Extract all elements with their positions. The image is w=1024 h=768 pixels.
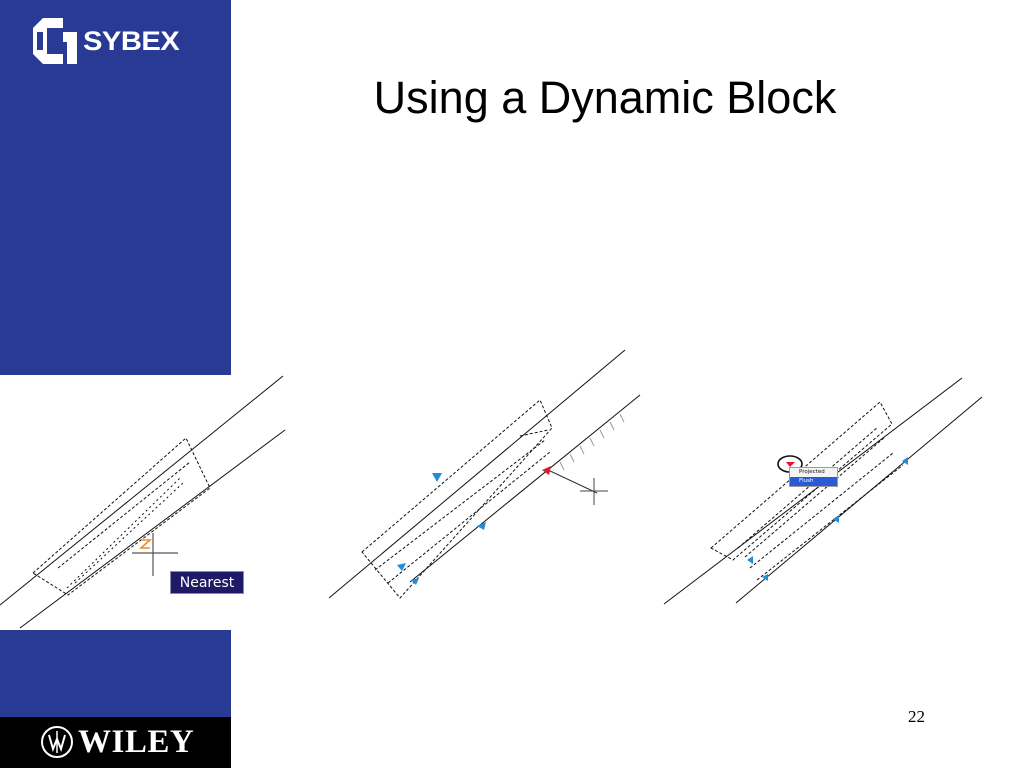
sidebar-top bbox=[0, 0, 231, 375]
page-number: 22 bbox=[908, 707, 925, 726]
stretch-grip-icon bbox=[411, 578, 419, 585]
stretch-grip-icon bbox=[397, 563, 406, 571]
sybex-logo-text: SYBEX bbox=[83, 25, 180, 56]
flip-grip-icon bbox=[432, 473, 442, 482]
lookup-grip-icon bbox=[786, 462, 795, 467]
wiley-footer-band bbox=[0, 717, 231, 768]
active-stretch-grip-icon bbox=[542, 466, 551, 475]
figure-stretch-grip bbox=[328, 349, 641, 599]
stretch-grip-icon bbox=[902, 457, 908, 465]
menu-item-flush[interactable]: Flush bbox=[790, 477, 837, 486]
figure-nearest-snap bbox=[0, 375, 286, 629]
sybex-logo: SYBEX bbox=[33, 18, 180, 64]
wiley-emblem-icon bbox=[41, 726, 73, 758]
figure-lookup-menu bbox=[663, 377, 983, 605]
sybex-mark-icon bbox=[33, 18, 77, 64]
menu-item-projected[interactable]: Projected bbox=[799, 469, 825, 475]
stretch-grip-icon bbox=[762, 574, 768, 581]
wiley-logo-text: WILEY bbox=[78, 723, 195, 760]
stretch-grip-icon bbox=[833, 515, 839, 523]
stretch-grip-icon bbox=[747, 556, 753, 564]
lookup-dropdown-menu[interactable]: Projected Flush bbox=[789, 467, 838, 487]
slide-title: Using a Dynamic Block bbox=[373, 72, 837, 123]
stretch-grip-icon bbox=[477, 522, 486, 530]
snap-tooltip: Nearest bbox=[170, 571, 244, 594]
wiley-logo: WILEY bbox=[40, 722, 194, 762]
nearest-snap-marker-icon bbox=[138, 539, 153, 549]
sidebar-bottom bbox=[0, 630, 231, 717]
